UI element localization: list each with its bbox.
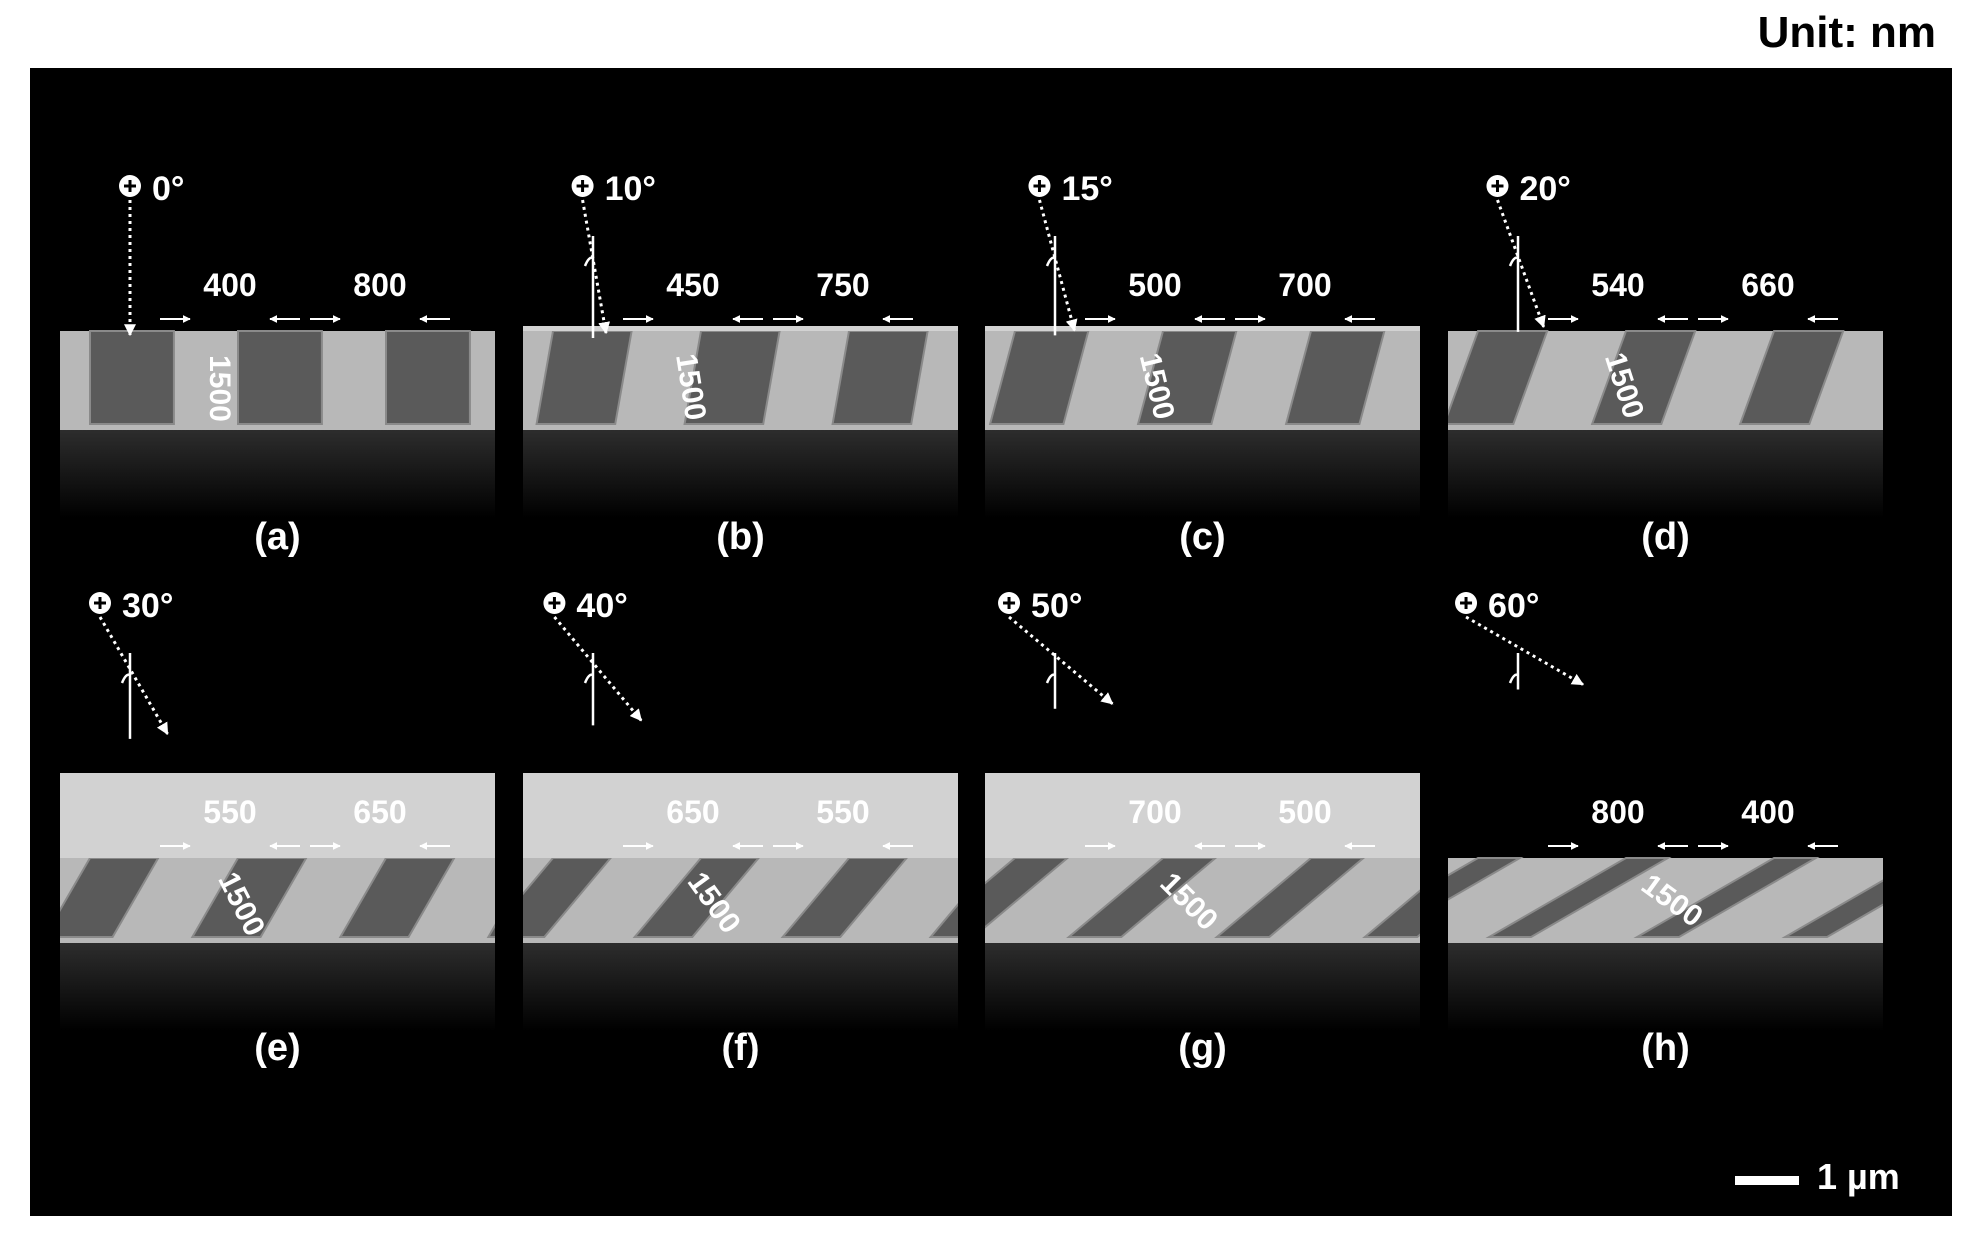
trench-a — [89, 330, 175, 425]
angle-label-f: 40° — [576, 587, 627, 625]
substrate-c — [985, 428, 1420, 518]
photoresist-b — [523, 326, 958, 331]
angle-label-g: 50° — [1031, 587, 1082, 625]
angle-arc-icon — [1045, 256, 1056, 267]
panel-label-d: (d) — [1641, 516, 1690, 558]
unit-label: Unit: nm — [1757, 8, 1936, 57]
opening-label-f: 650 — [666, 794, 719, 830]
dotted-arrow-icon — [553, 616, 643, 722]
trench-a — [237, 330, 323, 425]
line-label-e: 650 — [353, 794, 406, 830]
panel-label-e: (e) — [254, 1027, 301, 1069]
dotted-arrow-icon — [581, 199, 611, 335]
substrate-h — [1448, 941, 1883, 1031]
angle-label-e: 30° — [122, 587, 173, 625]
plus-mark — [548, 597, 561, 609]
opening-label-a: 400 — [203, 267, 256, 303]
angle-label-a: 0° — [152, 170, 185, 208]
opening-label-e: 550 — [203, 794, 256, 830]
trench-f — [928, 902, 958, 938]
opening-label-h: 800 — [1591, 794, 1644, 830]
trench-d — [1888, 331, 1952, 424]
dotted-arrow-icon — [1496, 199, 1546, 328]
plus-mark — [1003, 597, 1016, 609]
trench-h — [1485, 857, 1672, 938]
trench-d — [1590, 330, 1697, 425]
plus-mark — [1491, 180, 1504, 192]
substrate-e — [60, 941, 495, 1031]
substrate-a — [60, 428, 495, 518]
angle-label-b: 10° — [605, 170, 656, 208]
opening-label-c: 500 — [1128, 267, 1181, 303]
angle-arc-icon — [1045, 673, 1056, 684]
trench-h — [1448, 857, 1524, 901]
trench-a — [385, 330, 471, 425]
dotted-arrow-icon — [98, 616, 169, 735]
substrate-f — [523, 941, 958, 1031]
line-label-a: 800 — [353, 267, 406, 303]
plus-mark — [1460, 597, 1473, 609]
scale-bar-label: 1 µm — [1817, 1156, 1900, 1197]
trench-b — [535, 330, 633, 425]
trench-b — [831, 330, 929, 425]
angle-arc-icon — [120, 673, 131, 684]
panel-label-h: (h) — [1641, 1027, 1690, 1069]
panel-label-f: (f) — [721, 1027, 760, 1069]
line-label-c: 700 — [1278, 267, 1331, 303]
panel-label-c: (c) — [1179, 516, 1226, 558]
line-label-f: 550 — [816, 794, 869, 830]
opening-label-g: 700 — [1128, 794, 1181, 830]
angle-arc-icon — [583, 673, 594, 684]
line-label-g: 500 — [1278, 794, 1331, 830]
plus-mark — [94, 597, 106, 609]
line-label-d: 660 — [1741, 267, 1794, 303]
plus-mark — [124, 180, 136, 192]
line-label-b: 750 — [816, 267, 869, 303]
dotted-arrow-icon — [1008, 615, 1114, 705]
photoresist-c — [985, 326, 1420, 331]
scale-bar — [1735, 1176, 1799, 1185]
dotted-arrow-icon — [1038, 199, 1078, 332]
opening-label-b: 450 — [666, 267, 719, 303]
plus-mark — [576, 180, 589, 192]
trench-d — [1448, 330, 1549, 425]
angle-label-d: 20° — [1519, 170, 1570, 208]
panel-label-g: (g) — [1178, 1027, 1227, 1069]
angle-arc-icon — [583, 256, 594, 267]
trench-h — [1781, 879, 1883, 938]
opening-label-d: 540 — [1591, 267, 1644, 303]
dotted-arrow-icon — [1465, 615, 1584, 686]
substrate-g — [985, 941, 1420, 1031]
trench-d — [1738, 330, 1845, 425]
angle-arc-icon — [1508, 256, 1519, 267]
angle-arc-icon — [1508, 673, 1519, 684]
angle-label-c: 15° — [1061, 170, 1112, 208]
trench-g — [1362, 889, 1420, 938]
substrate-b — [523, 428, 958, 518]
plus-mark — [1033, 180, 1046, 192]
angle-label-h: 60° — [1488, 587, 1539, 625]
panel-label-b: (b) — [716, 516, 765, 558]
trench-h — [1633, 857, 1820, 938]
trench-e — [486, 923, 495, 938]
line-label-h: 400 — [1741, 794, 1794, 830]
depth-label-a: 1500 — [203, 355, 236, 422]
panel-label-a: (a) — [254, 516, 301, 558]
panel-a: 0° 400 800 1500 — [60, 170, 495, 518]
substrate-d — [1448, 428, 1883, 518]
trench-h — [1933, 858, 1952, 937]
